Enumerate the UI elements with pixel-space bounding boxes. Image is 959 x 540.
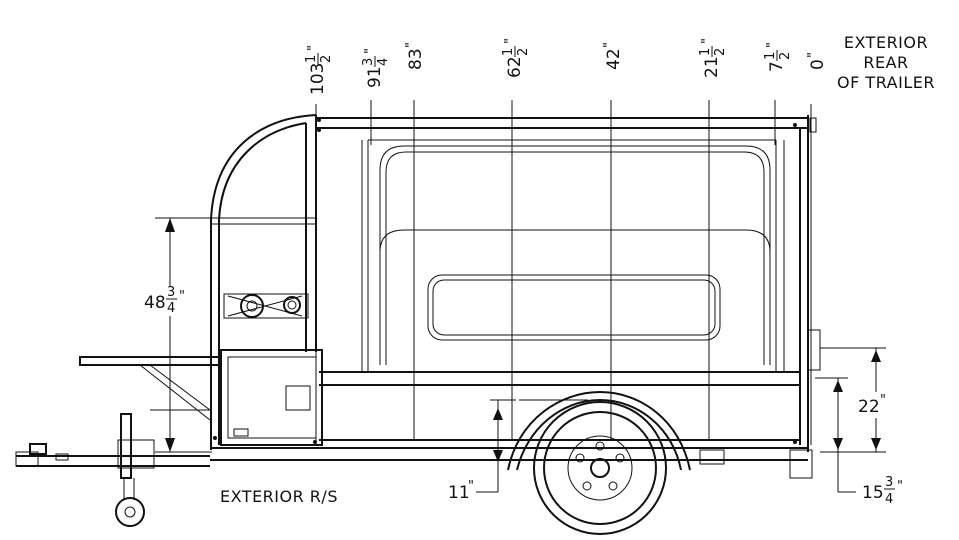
- wheel-assembly: [507, 390, 691, 535]
- dim-unit: ": [897, 479, 903, 494]
- dim-ground-clearance: 11 ": [448, 399, 516, 503]
- top-dimension-labels: 103 1 2 " 91 3 4 " 83 " 62 1 2 " 42 " 21…: [304, 38, 828, 95]
- tongue-hitch: [15, 413, 210, 527]
- dim-num: 3: [361, 58, 376, 66]
- dim-unit: ": [503, 38, 518, 44]
- dim-num: 3: [885, 475, 893, 490]
- dim-height-left: 48 3 4 ": [140, 217, 212, 453]
- dim-unit: ": [179, 289, 185, 304]
- dim-whole: 15: [862, 483, 884, 503]
- dim-whole: 0: [808, 59, 828, 70]
- dim-unit: ": [806, 52, 821, 58]
- dim-right-lower: 15 3 4 ": [815, 377, 903, 507]
- dim-unit: ": [404, 42, 419, 48]
- dim-whole: 103: [308, 63, 328, 95]
- dim-den: 4: [885, 492, 893, 507]
- dim-unit: ": [468, 479, 474, 494]
- svg-text:EXTERIOR: EXTERIOR: [844, 33, 928, 52]
- svg-text:REAR: REAR: [863, 53, 908, 72]
- dim-whole: 91: [365, 66, 385, 88]
- dim-num: 1: [698, 48, 713, 56]
- dim-unit: ": [880, 393, 886, 408]
- frame-rail: [210, 449, 813, 479]
- dim-unit: ": [363, 48, 378, 54]
- fold-table: [79, 356, 221, 421]
- dim-whole: 21: [702, 56, 722, 78]
- dim-num: 1: [763, 52, 778, 60]
- dim-unit: ": [306, 45, 321, 51]
- dim-den: 4: [167, 301, 175, 316]
- dim-den: 2: [713, 48, 728, 56]
- dim-whole: 48: [144, 293, 166, 313]
- dim-whole: 7: [767, 61, 787, 72]
- dim-label-62-1-2: 62 1 2 ": [501, 38, 531, 78]
- exterior-side-label: EXTERIOR R/S: [220, 487, 338, 506]
- dim-whole: 11: [448, 483, 470, 503]
- dim-label-91-3-4: 91 3 4 ": [361, 48, 391, 88]
- dim-num: 1: [501, 48, 516, 56]
- dim-num: 3: [167, 285, 175, 300]
- dim-den: 2: [516, 48, 531, 56]
- exterior-rear-label: EXTERIOR REAR OF TRAILER: [837, 33, 935, 92]
- dim-label-83: 83 ": [404, 42, 426, 70]
- dim-whole: 83: [406, 48, 426, 70]
- dim-den: 2: [319, 55, 334, 63]
- dim-label-0: 0 ": [806, 52, 828, 70]
- svg-text:OF TRAILER: OF TRAILER: [837, 73, 935, 92]
- dim-unit: ": [602, 42, 617, 48]
- dim-unit: ": [700, 38, 715, 44]
- trailer-body: [210, 114, 821, 452]
- dim-num: 1: [304, 55, 319, 63]
- dim-label-7-1-2: 7 1 2 ": [763, 42, 793, 72]
- dim-right-upper: 22 ": [820, 347, 896, 453]
- dim-label-42: 42 ": [602, 42, 624, 70]
- dim-den: 2: [778, 52, 793, 60]
- dim-unit: ": [765, 42, 780, 48]
- dim-whole: 42: [604, 48, 624, 70]
- dim-label-103-1-2: 103 1 2 ": [304, 45, 334, 95]
- dim-whole: 62: [505, 56, 525, 78]
- dim-label-21-1-2: 21 1 2 ": [698, 38, 728, 78]
- dim-whole: 22: [858, 397, 880, 417]
- dim-den: 4: [376, 58, 391, 66]
